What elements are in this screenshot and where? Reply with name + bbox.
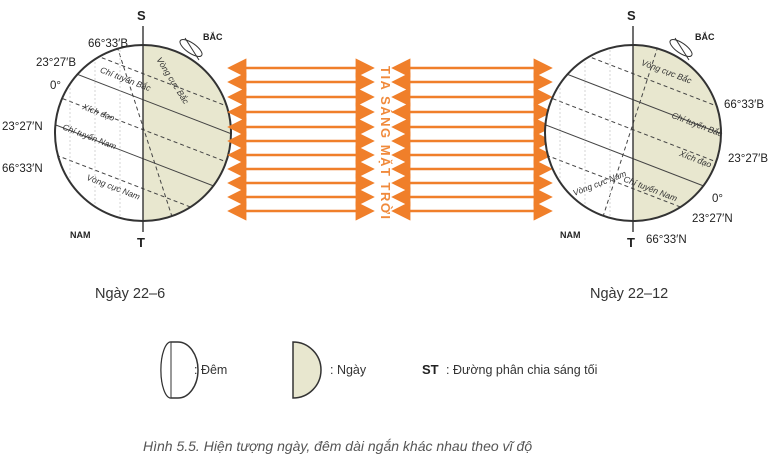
left-globe-day-half <box>143 45 231 221</box>
legend: : Đêm : Ngày ST : Đường phân chia sáng t… <box>160 341 597 399</box>
left-lat-label-tropic-south: 23°27′N <box>2 121 43 133</box>
legend-night-label: : Đêm <box>194 363 227 377</box>
legend-st-symbol: ST <box>422 362 439 377</box>
sun-rays <box>227 58 553 221</box>
left-lat-label-tropic-north: 23°27′B <box>36 57 76 69</box>
legend-day-label: : Ngày <box>330 363 367 377</box>
right-north-label: BẮC <box>695 32 715 42</box>
right-lat-label-arctic: 66°33′B <box>724 99 764 111</box>
legend-day-swatch <box>292 341 322 399</box>
legend-night-inner <box>160 341 172 399</box>
right-lat-label-tropic-south: 23°27′N <box>692 213 733 225</box>
left-globe: Chí tuyến Bắc Vòng cực Bắc Xích đạo Chí … <box>2 8 232 302</box>
right-rotation-icon <box>669 37 693 61</box>
right-lat-label-equator: 0° <box>712 193 723 205</box>
left-lat-label-antarctic: 66°33′N <box>2 163 43 175</box>
left-pole-bottom-label: T <box>137 235 145 250</box>
left-lat-label-equator: 0° <box>50 80 61 92</box>
legend-st-label: : Đường phân chia sáng tối <box>446 363 597 377</box>
right-date-label: Ngày 22–12 <box>590 286 668 302</box>
left-south-label: NAM <box>70 230 91 240</box>
left-date-label: Ngày 22–6 <box>95 286 165 302</box>
right-lat-label-tropic-north: 23°27′B <box>728 153 768 165</box>
left-rotation-icon <box>179 37 203 61</box>
right-south-label: NAM <box>560 230 581 240</box>
right-lat-label-antarctic: 66°33′N <box>646 234 687 246</box>
right-globe: Vòng cực Bắc Chí tuyến Bắc Xích đạo Chí … <box>544 8 768 302</box>
right-pole-top-label: S <box>627 8 636 23</box>
right-pole-bottom-label: T <box>627 235 635 250</box>
sun-rays-label: TIA SÁNG MẶT TRỜI <box>378 66 393 221</box>
left-north-label: BẮC <box>203 32 223 42</box>
figure-caption: Hình 5.5. Hiện tượng ngày, đêm dài ngắn … <box>143 438 532 454</box>
right-globe-night-half <box>545 45 633 221</box>
left-lat-label-arctic: 66°33′B <box>88 38 128 50</box>
left-pole-top-label: S <box>137 8 146 23</box>
